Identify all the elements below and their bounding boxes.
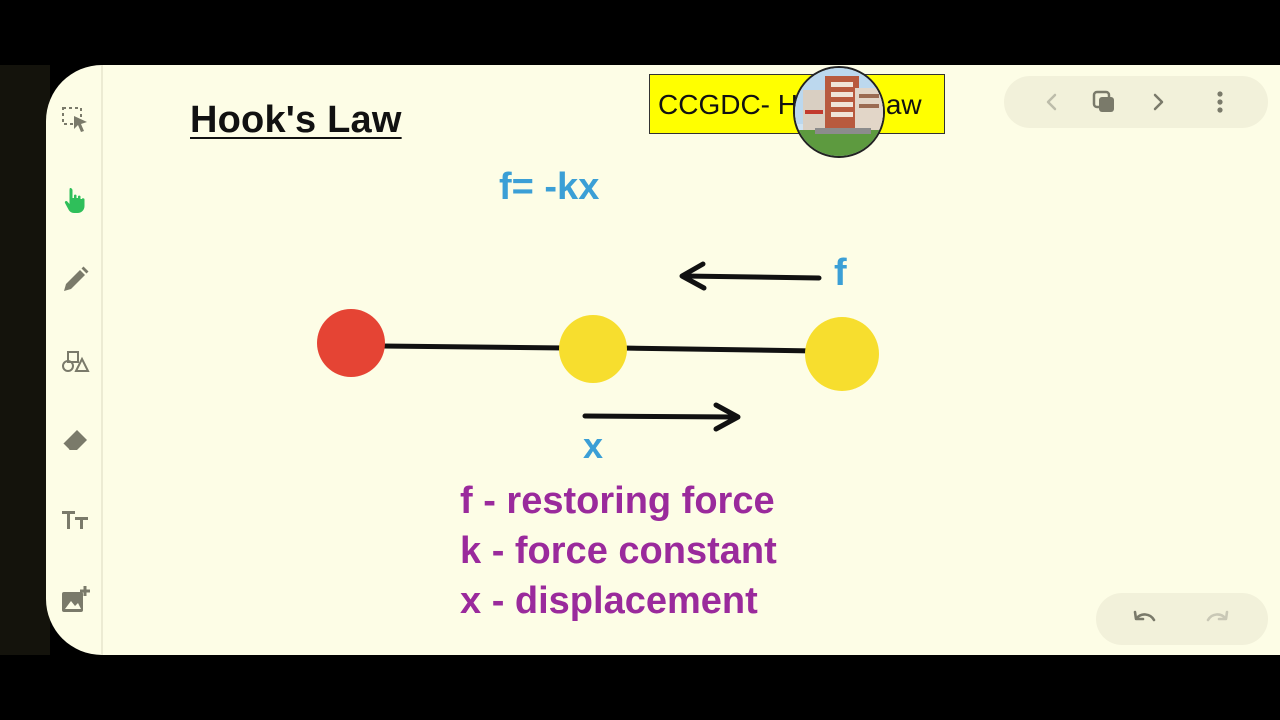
spring-diagram: [317, 261, 879, 432]
displacement-arrow-head: [713, 402, 741, 432]
channel-banner: CCGDC- Hook's Law: [649, 66, 945, 158]
pen-tool-button[interactable]: [54, 259, 96, 301]
legend-displacement: x - displacement: [460, 580, 758, 622]
top-letterbox: [0, 0, 1280, 65]
select-tool-button[interactable]: [54, 99, 96, 141]
connector-line-1: [379, 343, 569, 351]
text-tool-button[interactable]: [54, 499, 96, 541]
previous-page-button[interactable]: [1036, 86, 1068, 118]
left-letterbox: [0, 65, 50, 655]
more-options-button[interactable]: [1204, 86, 1236, 118]
bottom-letterbox: [0, 655, 1280, 720]
eraser-icon: [62, 430, 87, 451]
hand-pointer-icon: [64, 188, 85, 213]
force-label: f: [834, 252, 847, 294]
hand-tool-button[interactable]: [54, 179, 96, 221]
college-logo: [793, 66, 885, 158]
legend-restoring-force: f - restoring force: [460, 480, 775, 522]
legend-force-constant: k - force constant: [460, 530, 777, 572]
more-vertical-icon: [1217, 91, 1223, 113]
undo-button[interactable]: [1128, 603, 1160, 635]
chevron-left-icon: [1046, 93, 1057, 111]
pencil-icon: [64, 266, 89, 291]
image-tool-button[interactable]: [54, 579, 96, 621]
eraser-tool-button[interactable]: [54, 419, 96, 461]
redo-button[interactable]: [1202, 603, 1234, 635]
pages-icon: [1092, 90, 1114, 112]
middle-ball: [559, 315, 627, 383]
undo-redo-bar: [1096, 593, 1268, 645]
pages-overview-button[interactable]: [1088, 86, 1120, 118]
page-title: Hook's Law: [190, 99, 402, 141]
connector-line-2: [619, 345, 819, 354]
shapes-icon: [62, 351, 90, 372]
page-navigation: [1004, 76, 1268, 128]
displacement-label: x: [583, 425, 604, 466]
next-page-button[interactable]: [1142, 86, 1174, 118]
formula-text: f= -kx: [499, 166, 600, 208]
left-toolbar: [46, 65, 103, 655]
force-arrow-head: [679, 261, 707, 291]
fixed-ball: [317, 309, 385, 377]
note-canvas[interactable]: Hook's Law CCGDC- Hook's Law: [46, 65, 1280, 655]
force-arrow-shaft: [681, 273, 822, 281]
add-image-icon: [62, 586, 90, 612]
displacement-arrow-shaft: [582, 413, 739, 420]
text-size-icon: [62, 511, 88, 529]
undo-icon: [1133, 610, 1156, 622]
note-app-screen: Hook's Law CCGDC- Hook's Law: [46, 65, 1280, 655]
redo-icon: [1206, 610, 1229, 622]
displaced-ball: [805, 317, 879, 391]
lasso-select-icon: [62, 107, 87, 132]
shape-tool-button[interactable]: [54, 339, 96, 381]
chevron-right-icon: [1153, 93, 1164, 111]
